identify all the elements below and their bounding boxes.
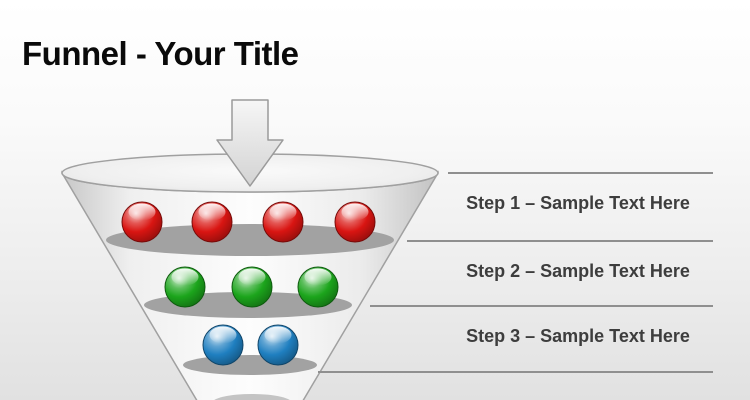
ball-gloss-highlight xyxy=(128,203,156,221)
step-divider-line xyxy=(448,172,713,174)
ball-gloss-highlight xyxy=(209,326,237,344)
funnel-bottom-shadow xyxy=(214,394,290,400)
slide-title: Funnel - Your Title xyxy=(22,35,299,72)
funnel-tier3-shadow xyxy=(183,355,317,375)
step-divider-line xyxy=(407,240,713,242)
ball-gloss-highlight xyxy=(171,268,199,286)
ball-gloss-highlight xyxy=(264,326,292,344)
funnel-tier1-shadow xyxy=(106,224,394,256)
step-2-label: Step 2 – Sample Text Here xyxy=(466,261,690,281)
step-1-label: Step 1 – Sample Text Here xyxy=(466,193,690,213)
ball-gloss-highlight xyxy=(304,268,332,286)
step-divider-line xyxy=(318,371,713,373)
ball-gloss-highlight xyxy=(238,268,266,286)
down-arrow-icon xyxy=(216,99,284,187)
ball-gloss-highlight xyxy=(269,203,297,221)
funnel-tier-3-balls xyxy=(202,324,299,366)
step-divider-line xyxy=(370,305,713,307)
funnel-tier-2-balls xyxy=(164,266,339,308)
funnel-tier-1-balls xyxy=(121,201,376,243)
ball-gloss-highlight xyxy=(198,203,226,221)
ball-gloss-highlight xyxy=(341,203,369,221)
step-3-label: Step 3 – Sample Text Here xyxy=(466,326,690,346)
